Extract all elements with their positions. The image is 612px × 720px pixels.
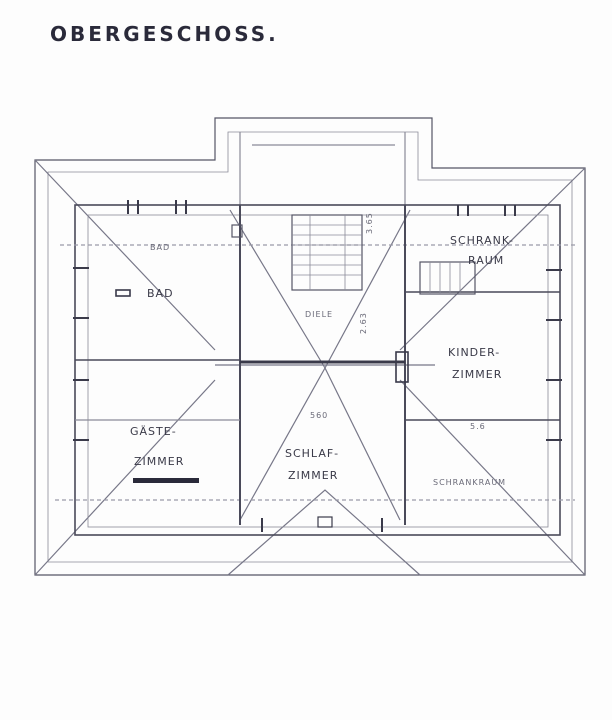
fixture (231, 224, 243, 238)
room-label-kinderzimmer-1: KINDER- (448, 346, 500, 359)
dormer-outline (227, 489, 421, 576)
room-label-gaestezimmer-2: ZIMMER (134, 455, 184, 468)
dormer-outline (239, 132, 406, 215)
room-label-schrankraum-top-1: SCHRANK- (450, 234, 514, 247)
stair (291, 214, 363, 291)
dimension-label: 2.63 (359, 312, 368, 334)
roof-hip (399, 379, 586, 576)
room-label-schlafzimmer-1: SCHLAF- (285, 447, 339, 460)
room-label-schrankraum-bottom: SCHRANKRAUM (433, 478, 506, 487)
room-label-schrankraum-top-2: RAUM (468, 254, 504, 267)
stair-small-treads (429, 262, 461, 294)
roof-inner-outline (47, 131, 573, 563)
roof-hip (34, 379, 216, 576)
exterior-wall (74, 204, 561, 536)
dimension-label: 5.6 (470, 422, 486, 431)
dimension-label: 3.65 (365, 212, 374, 234)
room-label-diele: DIELE (305, 310, 333, 319)
room-label-gaestezimmer-1: GÄSTE- (130, 425, 177, 438)
dimension-label: 560 (310, 411, 328, 420)
room-label-bad-small: BAD (150, 243, 170, 252)
roof-hip (324, 209, 411, 369)
room-label-bad: BAD (147, 287, 174, 300)
roof-hip (229, 209, 326, 369)
plan-title: OBERGESCHOSS. (50, 22, 279, 46)
fixture (115, 289, 131, 297)
room-label-schlafzimmer-2: ZIMMER (288, 469, 338, 482)
stair-treads (292, 215, 362, 290)
roof-hip (324, 367, 401, 521)
stair-small (419, 261, 476, 295)
roof-hip (239, 367, 326, 521)
roof-hip (34, 159, 216, 351)
label-underline-bar (133, 478, 199, 483)
window-dormer (317, 516, 333, 528)
roof-outline (34, 117, 586, 576)
fixture (395, 351, 409, 383)
roof-hip (399, 167, 586, 351)
window-marks (73, 200, 562, 532)
room-label-kinderzimmer-2: ZIMMER (452, 368, 502, 381)
